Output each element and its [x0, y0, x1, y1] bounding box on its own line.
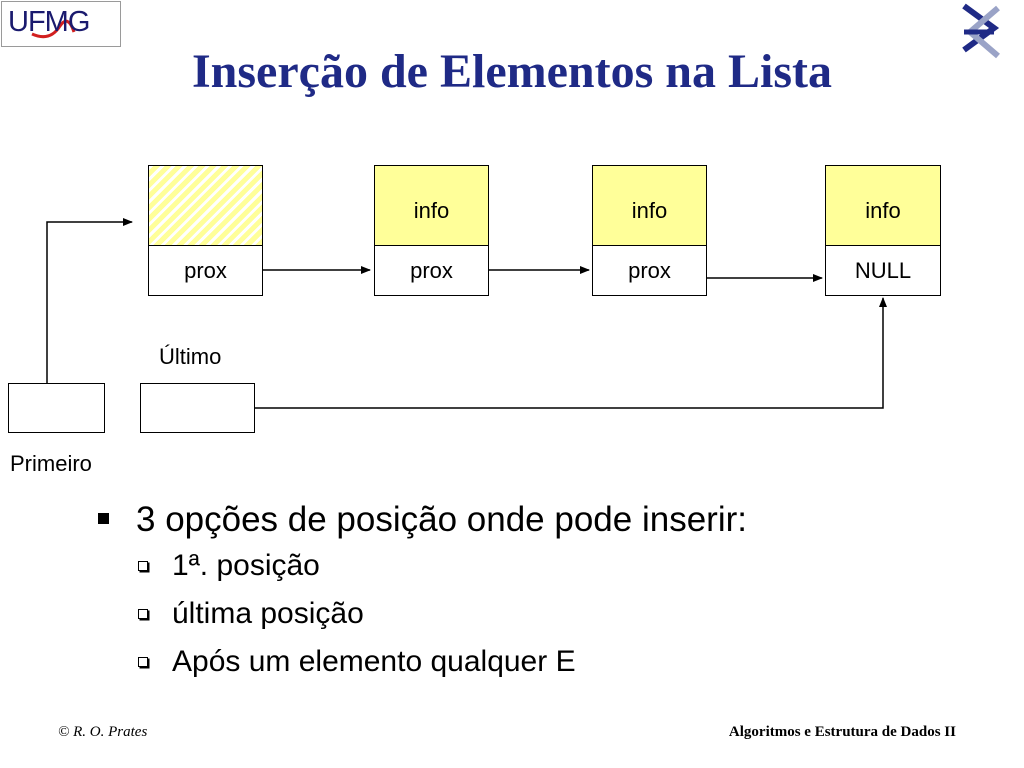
hollow-square-bullet-icon — [138, 609, 148, 619]
node-info: info — [375, 166, 488, 246]
ultimo-pointer-box — [140, 383, 255, 433]
logo-text: UFMG — [8, 6, 90, 38]
node-prox: prox — [410, 258, 453, 283]
list-node-4: info NULL — [825, 165, 941, 296]
hollow-square-bullet-icon — [138, 561, 148, 571]
node-prox: prox — [184, 258, 227, 283]
bullet-sub-2: última posição — [98, 590, 747, 638]
node-info: info — [826, 166, 940, 246]
node-info: info — [593, 166, 706, 246]
list-node-2: info prox — [374, 165, 489, 296]
list-node-1: prox — [148, 165, 263, 296]
dcc-emblem-icon — [962, 3, 1000, 59]
footer-author: © R. O. Prates — [58, 724, 148, 740]
footer-course: Algoritmos e Estrutura de Dados II — [728, 724, 956, 740]
primeiro-pointer-box — [8, 383, 105, 433]
logo-swoosh-icon — [31, 19, 76, 39]
label-ultimo: Último — [159, 344, 222, 369]
ufmg-logo: UFMG — [1, 1, 121, 47]
node-info-empty — [149, 166, 262, 246]
bullet-sub-1: 1ª. posição — [98, 542, 747, 590]
arrow-ultimo-node4 — [190, 297, 887, 409]
bullet-main: 3 opções de posição onde pode inserir: — [98, 498, 747, 542]
bullet-list: 3 opções de posição onde pode inserir: 1… — [98, 498, 747, 686]
arrow-primeiro-node1 — [46, 218, 133, 408]
label-primeiro: Primeiro — [10, 451, 92, 476]
node-prox-null: NULL — [854, 258, 912, 283]
bullet-sub-3: Após um elemento qualquer E — [98, 638, 747, 686]
list-node-3: info prox — [592, 165, 707, 296]
node-prox: prox — [628, 258, 671, 283]
slide-title: Inserção de Elementos na Lista — [192, 45, 832, 98]
hollow-square-bullet-icon — [138, 657, 148, 667]
square-bullet-icon — [98, 513, 109, 524]
